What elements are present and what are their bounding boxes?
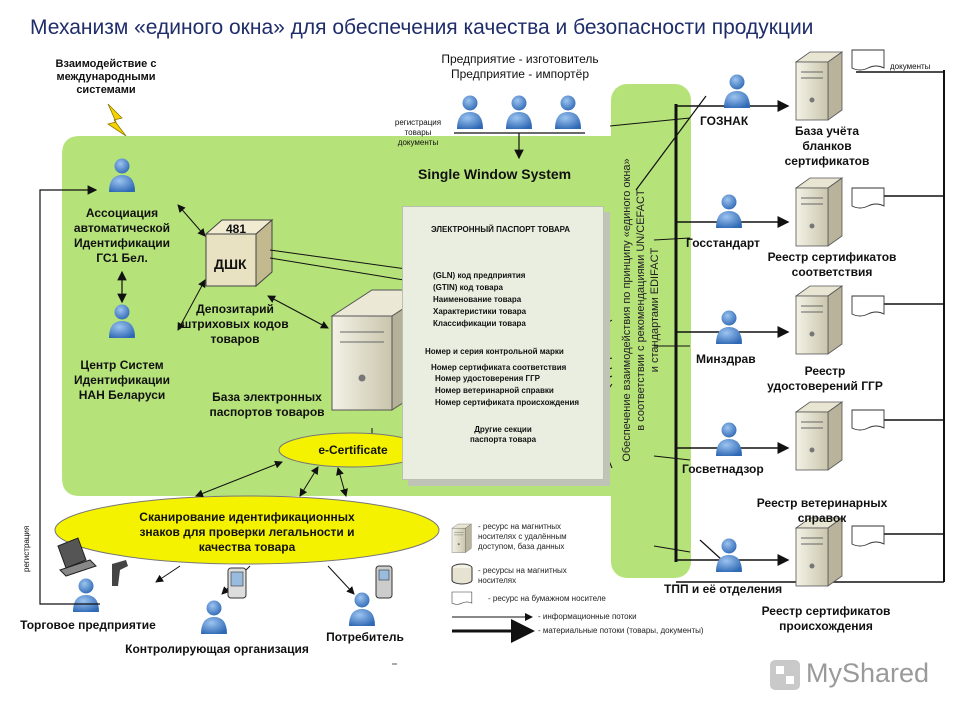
system-name: Single Window System [418, 166, 572, 182]
server-icon [795, 51, 843, 121]
paper-document-icon [851, 49, 885, 71]
passport-field: (GLN) код предприятия [433, 271, 526, 280]
agency-tpp-db: Реестр сертификатов происхождения [761, 604, 891, 633]
person-icon [716, 422, 742, 456]
passport-field: Номер удостоверения ГГР [435, 374, 540, 383]
legend-info-text: - информационные потоки [538, 612, 637, 621]
agency-goznak: ГОЗНАК [700, 114, 749, 128]
page-title: Механизм «единого окна» для обеспечения … [30, 16, 814, 39]
paper-document-icon [851, 409, 885, 431]
electronic-passport-panel: ЭЛЕКТРОННЫЙ ПАСПОРТ ТОВАРА (GLN) код пре… [402, 206, 604, 480]
passport-field: Номер и серия контрольной марки [425, 347, 564, 356]
passport-other-sections-1: Другие секции [474, 425, 532, 434]
myshared-logo-icon [770, 660, 800, 690]
international-label: Взаимодействие с международными системам… [55, 58, 157, 96]
depository-label: Депозитарий штриховых кодов товаров [181, 302, 289, 346]
person-icon [201, 600, 227, 634]
barcode-scanner-icon [112, 560, 128, 586]
agency-minzdrav-db: Реестр удостоверений ГГР [767, 364, 883, 393]
agency-goznak-db: База учёта бланков сертификатов [784, 124, 870, 168]
ecert-label: e-Certificate [318, 443, 388, 457]
passport-field: Номер ветеринарной справки [435, 386, 554, 395]
legend-server-text: - ресурс на магнитных носителях с удалён… [478, 522, 567, 551]
legend-paper-text: - ресурс на бумажном носителе [488, 594, 606, 603]
passport-field: Характеристики товара [433, 307, 527, 316]
agency-gosstandart: Госстандарт [686, 236, 760, 250]
server-icon [795, 177, 843, 247]
person-icon [555, 95, 581, 129]
legend-disk-text: - ресурсы на магнитных носителях [478, 566, 567, 585]
registration-vertical-label: регистрация [22, 525, 31, 572]
pda-icon [227, 567, 247, 599]
person-icon [716, 194, 742, 228]
passport-field: Номер сертификата происхождения [435, 398, 580, 407]
legend-disk-icon [451, 563, 473, 585]
enterprise-labels: Предприятие - изготовитель Предприятие -… [420, 52, 620, 82]
agency-gosstandart-db: Реестр сертификатов соответствия [767, 250, 897, 279]
paper-document-icon [851, 187, 885, 209]
trade-enterprise-label: Торговое предприятие [20, 618, 156, 632]
agency-minzdrav: Минздрав [696, 352, 756, 366]
lightning-icon [107, 103, 127, 137]
person-icon [73, 578, 99, 612]
registration-note: регистрация товары документы [394, 118, 442, 147]
person-icon [724, 74, 750, 108]
depository-box-icon [204, 218, 274, 288]
passport-field: Номер сертификата соответствия [431, 363, 567, 372]
legend-material-text: - материальные потоки (товары, документы… [538, 626, 704, 635]
mobile-phone-icon [375, 565, 393, 599]
association-label: Ассоциация автоматической Идентификации … [73, 206, 171, 265]
passport-db-label: База электронных паспортов товаров [209, 390, 325, 419]
documents-label: документы [890, 62, 931, 71]
enterprise-importer: Предприятие - импортёр [451, 67, 589, 81]
passport-field: Наименование товара [433, 295, 522, 304]
center-label: Центр Систем Идентификации НАН Беларуси [73, 358, 171, 402]
person-icon [716, 310, 742, 344]
agency-gosvetnadzor: Госветнадзор [682, 462, 764, 476]
server-icon [795, 517, 843, 587]
enterprise-manufacturer: Предприятие - изготовитель [441, 52, 599, 66]
passport-header: ЭЛЕКТРОННЫЙ ПАСПОРТ ТОВАРА [431, 225, 571, 234]
laptop-icon [57, 537, 97, 577]
interaction-band [611, 84, 691, 578]
control-org-label: Контролирующая организация [125, 642, 309, 656]
paper-document-icon [851, 295, 885, 317]
agency-gosvetnadzor-db: Реестр ветеринарных справок [756, 496, 888, 525]
server-icon [795, 401, 843, 471]
passport-field: (GTIN) код товара [433, 283, 503, 292]
depository-code: 481 [226, 222, 247, 236]
paper-document-icon [851, 525, 885, 547]
scan-label: Сканирование идентификационных знаков дл… [139, 510, 355, 554]
depository-box-label: ДШК [214, 256, 247, 272]
passport-field: Классификации товара [433, 319, 526, 328]
server-icon [795, 285, 843, 355]
interaction-principle-text: Обеспечение взаимодействия по принципу «… [621, 158, 661, 462]
legend-server-icon [451, 523, 472, 553]
person-icon [349, 592, 375, 626]
legend-paper-icon [451, 591, 473, 605]
person-icon [457, 95, 483, 129]
consumer-label: Потребитель [326, 630, 404, 644]
person-icon [716, 538, 742, 572]
agency-tpp: ТПП и её отделения [664, 582, 783, 596]
passport-other-sections-2: паспорта товара [469, 435, 537, 444]
person-icon [506, 95, 532, 129]
watermark: MyShared [806, 658, 930, 688]
